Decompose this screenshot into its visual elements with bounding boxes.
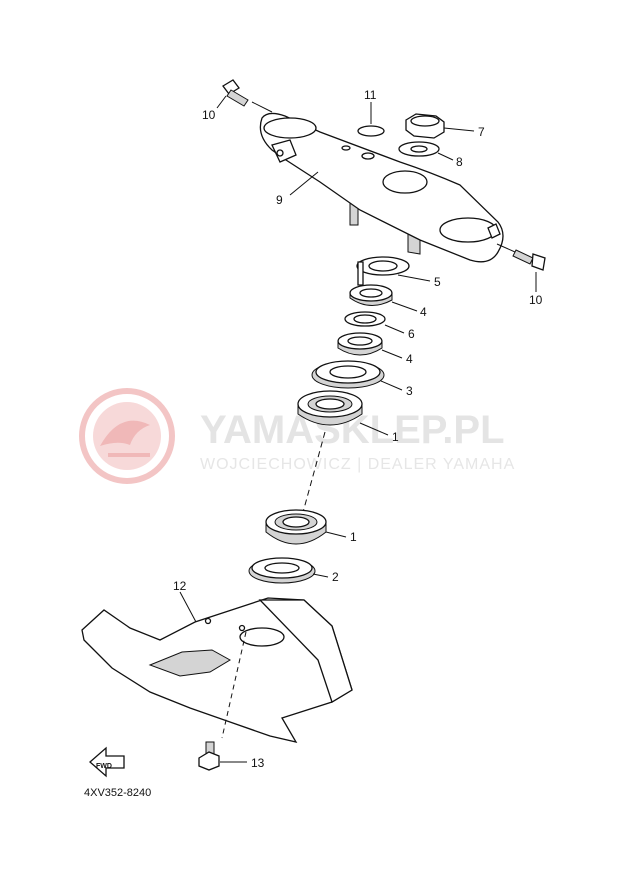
callout-7: 7 (478, 125, 485, 139)
watermark-logo-icon (79, 388, 175, 484)
callout-10-right: 10 (529, 293, 543, 307)
dust-seal-3 (311, 360, 385, 389)
callout-labels: 10 11 7 8 9 10 5 4 6 4 3 1 1 2 12 13 (173, 88, 543, 770)
callout-3: 3 (406, 384, 413, 398)
callout-5: 5 (434, 275, 441, 289)
top-bridge (259, 112, 504, 263)
fwd-label: FWD (96, 763, 112, 770)
diagram-code: 4XV352-8240 (84, 787, 151, 799)
callout-1-lower: 1 (350, 530, 357, 544)
fwd-arrow-icon: FWD (89, 746, 125, 778)
watermark-subtitle: WOJCIECHOWICZ | DEALER YAMAHA (200, 456, 515, 473)
callout-10-top: 10 (202, 108, 216, 122)
callout-4-lower: 4 (406, 352, 413, 366)
ring-nut-4-lower (337, 332, 383, 356)
washer-6 (344, 311, 386, 327)
washer-8 (398, 141, 440, 157)
bearing-1-upper (297, 390, 363, 426)
bolt-10-top (222, 79, 273, 113)
ring-nut-4-upper (349, 284, 393, 306)
lock-washer-5 (356, 256, 410, 286)
bearing-1-lower (265, 509, 327, 545)
callout-2: 2 (332, 570, 339, 584)
callout-8: 8 (456, 155, 463, 169)
callout-4-upper: 4 (420, 305, 427, 319)
under-bracket-12 (81, 597, 353, 743)
callout-11: 11 (364, 88, 377, 102)
callout-9: 9 (276, 193, 283, 207)
callout-13: 13 (251, 756, 265, 770)
leader-lines (179, 95, 537, 763)
callout-12: 12 (173, 579, 187, 593)
bolt-13 (198, 741, 220, 771)
callout-1-upper: 1 (392, 430, 399, 444)
washer-11 (357, 125, 385, 137)
bolt-10-right (496, 243, 546, 271)
race-2 (248, 557, 316, 584)
steering-axis-line (301, 431, 326, 517)
nut-7 (405, 113, 445, 139)
callout-6: 6 (408, 327, 415, 341)
